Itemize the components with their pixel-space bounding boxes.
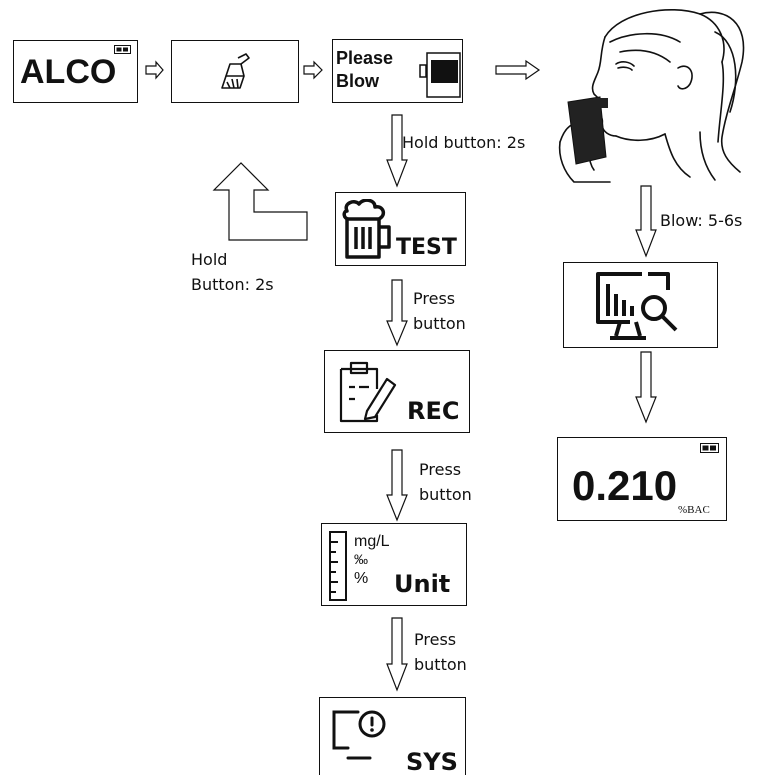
battery-icon [114, 45, 131, 54]
sys-screen: SYS [319, 697, 466, 775]
bac-unit: %BAC [678, 504, 710, 516]
alco-text: ALCO [20, 53, 117, 91]
clean-screen [171, 40, 299, 103]
beer-mug-icon [342, 199, 391, 259]
hold-label-line2: Button: 2s [191, 275, 274, 294]
woman-blowing-illustration [558, 9, 745, 183]
chart-analysis-icon [596, 272, 678, 340]
breathalyzer-device [567, 96, 607, 165]
arrow-down [386, 114, 408, 188]
arrow-right [145, 60, 164, 80]
please-text: Please [336, 48, 394, 68]
sys-text: SYS [406, 748, 458, 775]
arrow-right [303, 60, 323, 80]
press-label-3b: button [414, 655, 467, 674]
press-label-2b: button [419, 485, 472, 504]
blow-text: Blow [336, 71, 379, 91]
press-label-2: Press [419, 460, 462, 479]
return-arrow [212, 162, 308, 241]
press-label-1: Press [413, 289, 456, 308]
unit-permille: ‰ [354, 551, 368, 567]
unit-mg-l: mg/L [354, 533, 390, 550]
test-screen: TEST [335, 192, 466, 266]
arrow-down [635, 351, 657, 424]
rec-text: REC [407, 397, 460, 425]
arrow-down [386, 617, 408, 692]
hold-button-2s-label: Hold button: 2s [402, 133, 526, 152]
clipboard-edit-icon [339, 361, 397, 423]
please-blow-screen: Please Blow [332, 39, 463, 103]
monitor-alert-icon [332, 710, 386, 760]
unit-text: Unit [394, 570, 451, 598]
unit-screen: mg/L ‰ % Unit [321, 523, 467, 606]
analysis-screen [563, 262, 718, 348]
arrow-down [635, 185, 657, 258]
arrow-down [386, 449, 408, 522]
alco-screen: ALCO [13, 40, 138, 103]
bac-value: 0.210 [572, 462, 678, 509]
press-label-1b: button [413, 314, 466, 333]
hold-label-line1: Hold [191, 250, 228, 269]
battery-icon [700, 443, 719, 453]
rec-screen: REC [324, 350, 470, 433]
test-text: TEST [396, 235, 457, 260]
brush-icon [221, 53, 250, 89]
arrow-right [495, 59, 541, 81]
blow-duration-label: Blow: 5-6s [660, 211, 743, 230]
result-screen: 0.210 %BAC [557, 437, 727, 521]
unit-percent: % [354, 570, 369, 587]
mouthpiece-icon [419, 52, 461, 98]
ruler-icon [329, 531, 347, 601]
arrow-down [386, 279, 408, 347]
press-label-3: Press [414, 630, 457, 649]
